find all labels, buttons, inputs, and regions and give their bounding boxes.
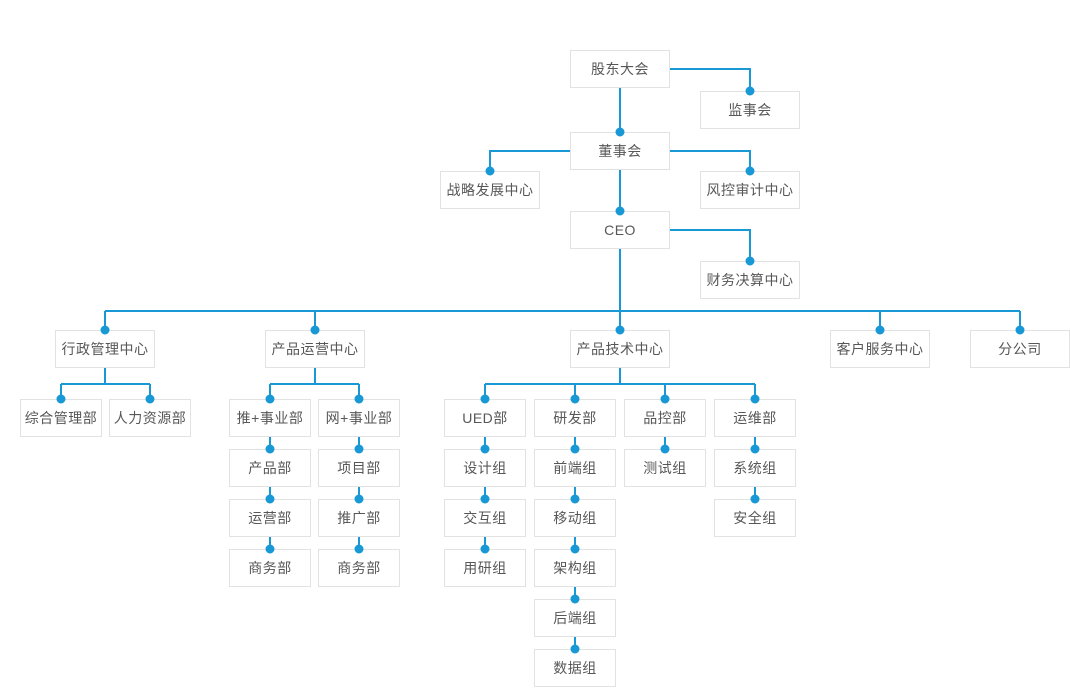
org-node-label: 数据组 [553,660,597,676]
org-node-testing-group: 测试组 [624,449,706,487]
org-node-frontend-group: 前端组 [534,449,616,487]
org-node-label: 设计组 [463,460,507,476]
org-node-strategy-center: 战略发展中心 [440,171,540,209]
org-node-product-tech-center: 产品技术中心 [570,330,670,368]
org-node-label: 财务决算中心 [706,272,794,288]
org-node-label: 品控部 [643,410,687,426]
org-node-user-research-group: 用研组 [444,549,526,587]
org-node-label: UED部 [462,410,508,426]
org-node-label: 监事会 [728,102,772,118]
org-node-business-dept-1: 商务部 [229,549,311,587]
org-node-label: 运营部 [248,510,292,526]
org-node-label: 产品技术中心 [576,341,664,357]
org-node-architecture-group: 架构组 [534,549,616,587]
org-node-design-group: 设计组 [444,449,526,487]
org-node-label: 商务部 [248,560,292,576]
org-node-label: 前端组 [553,460,597,476]
org-node-label: 网+事业部 [325,410,393,426]
org-node-label: 董事会 [598,143,642,159]
org-node-label: 项目部 [337,460,381,476]
org-node-security-group: 安全组 [714,499,796,537]
org-node-qc-dept: 品控部 [624,399,706,437]
org-node-wang-business-unit: 网+事业部 [318,399,400,437]
org-node-backend-group: 后端组 [534,599,616,637]
org-node-hr-dept: 人力资源部 [109,399,191,437]
org-node-label: 交互组 [463,510,507,526]
org-node-admin-center: 行政管理中心 [55,330,155,368]
org-node-business-dept-2: 商务部 [318,549,400,587]
org-node-label: 研发部 [553,410,597,426]
org-node-label: 综合管理部 [24,410,98,426]
org-node-label: 商务部 [337,560,381,576]
org-node-label: 人力资源部 [113,410,187,426]
org-node-interaction-group: 交互组 [444,499,526,537]
connector-line [670,68,751,91]
org-node-branch-company: 分公司 [970,330,1070,368]
org-node-data-group: 数据组 [534,649,616,687]
org-node-label: 移动组 [553,510,597,526]
org-node-ceo: CEO [570,211,670,249]
org-node-label: 风控审计中心 [706,182,794,198]
connector-line [670,229,751,261]
org-node-label: 后端组 [553,610,597,626]
org-node-rnd-dept: 研发部 [534,399,616,437]
org-node-general-mgmt-dept: 综合管理部 [20,399,102,437]
org-node-project-dept: 项目部 [318,449,400,487]
org-node-board-of-directors: 董事会 [570,132,670,170]
org-node-label: 架构组 [553,560,597,576]
org-node-label: 产品运营中心 [271,341,359,357]
org-node-product-ops-center: 产品运营中心 [265,330,365,368]
org-node-label: 推广部 [337,510,381,526]
org-node-label: 安全组 [733,510,777,526]
org-node-label: 运维部 [733,410,777,426]
org-node-label: 系统组 [733,460,777,476]
org-node-promotion-dept: 推广部 [318,499,400,537]
org-node-shareholders-meeting: 股东大会 [570,50,670,88]
org-node-risk-audit-center: 风控审计中心 [700,171,800,209]
org-node-product-dept: 产品部 [229,449,311,487]
org-node-system-group: 系统组 [714,449,796,487]
org-node-mobile-group: 移动组 [534,499,616,537]
org-node-label: 推+事业部 [236,410,304,426]
org-node-label: 战略发展中心 [446,182,534,198]
connector-line [489,150,570,171]
org-node-supervisory-board: 监事会 [700,91,800,129]
org-node-label: 分公司 [998,341,1042,357]
org-node-tui-business-unit: 推+事业部 [229,399,311,437]
connector-line [670,150,751,171]
org-node-label: 行政管理中心 [61,341,149,357]
org-node-label: 测试组 [643,460,687,476]
org-node-finance-center: 财务决算中心 [700,261,800,299]
org-node-operations-dept: 运营部 [229,499,311,537]
org-node-label: 客户服务中心 [836,341,924,357]
org-node-label: 用研组 [463,560,507,576]
org-node-customer-service-center: 客户服务中心 [830,330,930,368]
org-node-ops-maintenance-dept: 运维部 [714,399,796,437]
org-node-label: 产品部 [248,460,292,476]
org-node-ued-dept: UED部 [444,399,526,437]
org-node-label: 股东大会 [591,61,649,77]
org-node-label: CEO [604,222,636,238]
